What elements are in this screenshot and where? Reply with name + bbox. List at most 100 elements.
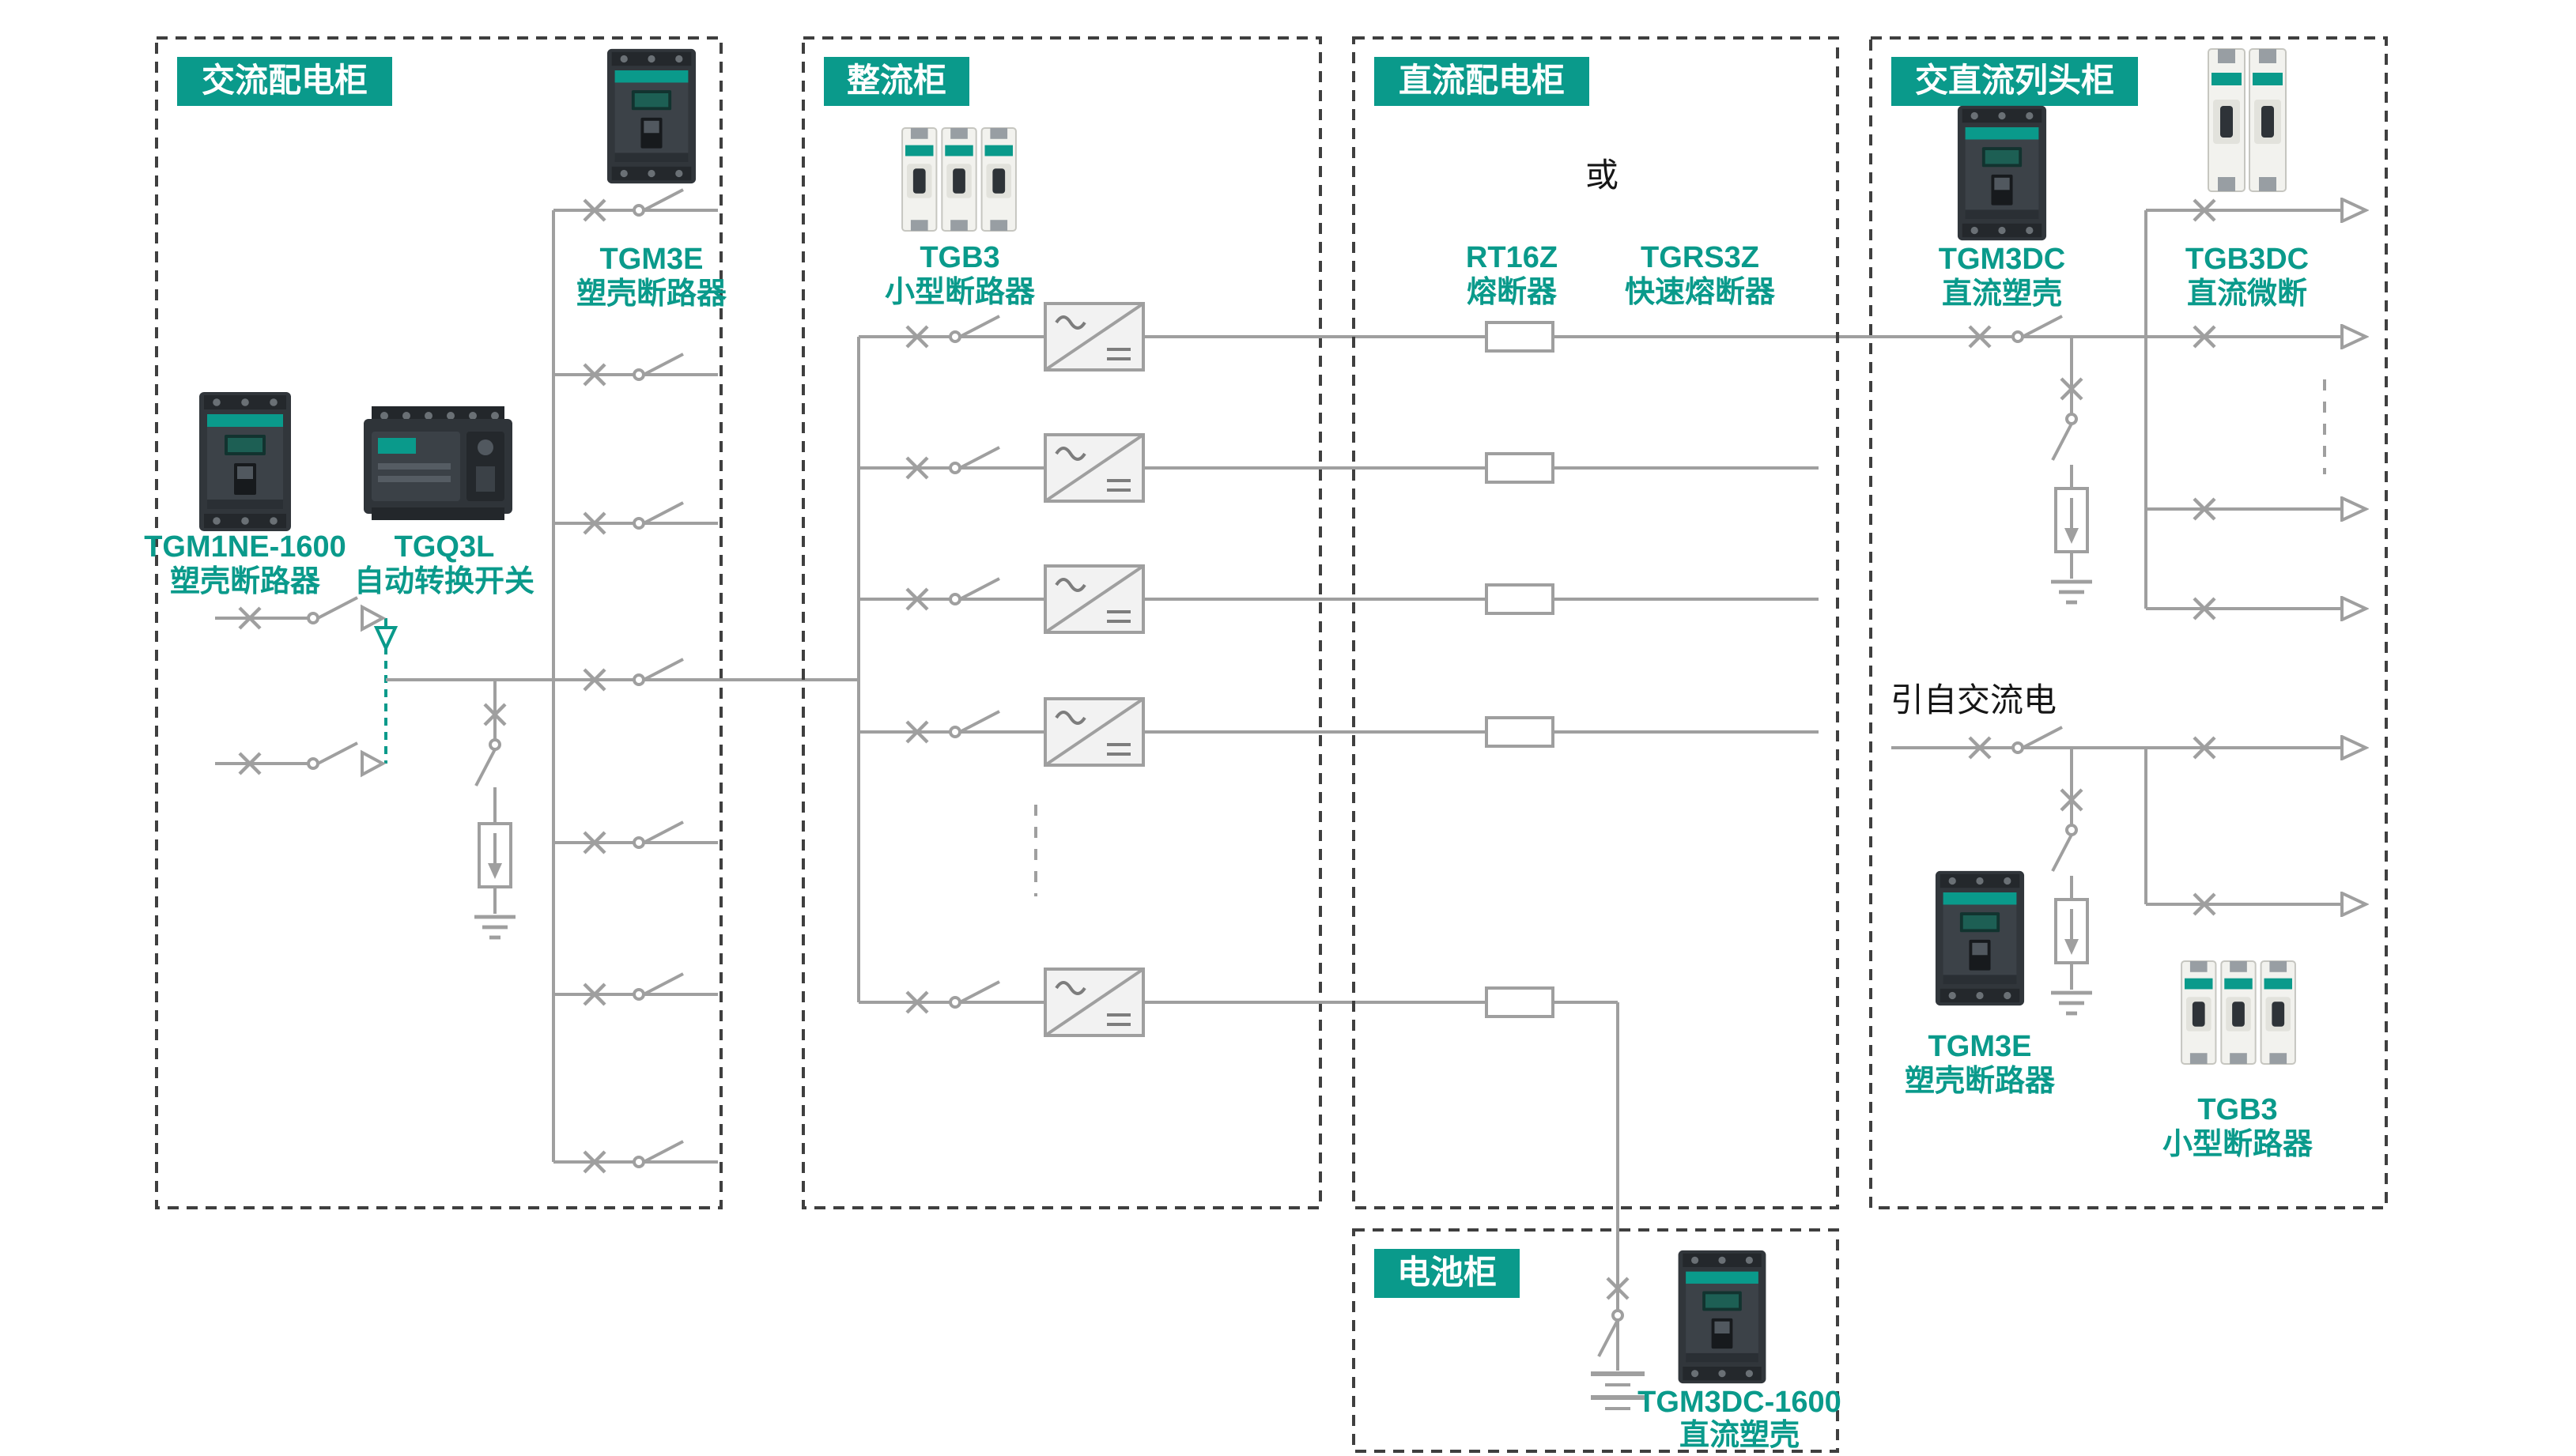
cabinet-rectifier-border: [802, 36, 1322, 1209]
switch-pivot: [949, 726, 961, 738]
ats-moving-contact-icon: [373, 626, 398, 652]
cabinet-rectifier-tag-label: 整流柜: [847, 62, 946, 99]
cabinet-rowhead-tag: 交直流列头柜: [1891, 57, 2138, 106]
load-arrow-icon: [2340, 892, 2367, 917]
load-arrow-icon: [2340, 324, 2367, 349]
switch-pivot: [633, 988, 645, 1001]
switch-pivot: [2011, 330, 2024, 343]
cabinet-ac-border: [155, 36, 723, 1209]
cabinet-dc: 直流配电柜 RT16Z 熔断器 或 TGRS3Z 快速熔断器: [1352, 36, 1839, 1209]
ground-icon: [2051, 993, 2092, 1013]
cabinet-rectifier-tag: 整流柜: [824, 57, 969, 106]
mcb-breaker-image: [901, 126, 1017, 232]
ac-cabinet-wiring: [215, 188, 859, 1164]
product-name: TGM3DC: [1939, 243, 2065, 276]
switch-pivot: [949, 462, 961, 474]
cabinet-ac: 交流配电柜: [144, 36, 859, 1209]
product-name: TGB3DC: [2185, 243, 2309, 276]
mccb-breaker-image: [1935, 870, 2025, 1006]
product-tgm3dc-1600: TGM3DC-1600 直流塑壳: [1637, 1250, 1841, 1452]
product-tgq3l: TGQ3L 自动转换开关: [354, 406, 534, 598]
switch-pivot: [633, 1156, 645, 1168]
switch-pivot: [633, 204, 645, 217]
load-arrow-icon: [2340, 496, 2367, 522]
product-desc: 直流微断: [2187, 277, 2307, 311]
or-label: 或: [1585, 157, 1618, 194]
cabinet-dc-tag-label: 直流配电柜: [1399, 62, 1565, 99]
switch-pivot: [633, 836, 645, 849]
switch-pivot: [2011, 741, 2024, 754]
product-desc: 塑壳断路器: [170, 565, 321, 598]
ground-icon: [474, 917, 516, 937]
cabinet-rowhead-tag-bg: [1891, 57, 2138, 106]
ground-icon: [2051, 582, 2092, 602]
cabinet-rowhead-tag-label: 交直流列头柜: [1915, 62, 2114, 99]
cabinet-battery-tag-label: 电池柜: [1397, 1254, 1497, 1291]
product-name: TGM1NE-1600: [144, 530, 346, 564]
product-desc: 塑壳断路器: [576, 277, 727, 311]
ats-contact-icon: [361, 604, 387, 632]
product-desc: 小型断路器: [885, 276, 1036, 309]
battery-cabinet-wiring: [1597, 1319, 1619, 1357]
cabinet-rectifier: 整流柜 TGB3 小型断路器: [802, 36, 2340, 1371]
switch-pivot: [1611, 1309, 1624, 1322]
product-desc: 直流塑壳: [1942, 277, 2062, 311]
rectifier-module-icon: [1044, 968, 1145, 1037]
rowhead-cabinet-wiring: [1891, 209, 2340, 990]
product-desc: 塑壳断路器: [1905, 1065, 2056, 1098]
fuse-icon: [1485, 321, 1554, 353]
product-tgrs3z: TGRS3Z 快速熔断器: [1625, 241, 1776, 309]
switch-pivot: [949, 996, 961, 1009]
product-desc: 直流塑壳: [1679, 1419, 1800, 1452]
product-rt16z: RT16Z 熔断器: [1466, 241, 1558, 309]
cabinet-battery-tag-bg: [1374, 1249, 1520, 1298]
product-desc: 快速熔断器: [1625, 276, 1776, 309]
product-name: RT16Z: [1466, 241, 1558, 274]
product-tgb3-rectifier: TGB3 小型断路器: [885, 126, 1036, 309]
switch-pivot: [489, 738, 501, 751]
product-desc: 小型断路器: [2162, 1128, 2313, 1161]
product-name: TGM3DC-1600: [1637, 1386, 1841, 1419]
load-arrow-icon: [2340, 596, 2367, 621]
product-name: TGM3E: [1928, 1030, 2032, 1063]
load-arrow-icon: [2340, 735, 2367, 760]
switch-pivot: [633, 517, 645, 530]
cabinet-dc-tag: 直流配电柜: [1374, 57, 1589, 106]
mccb-breaker-image: [199, 392, 291, 531]
product-name: TGQ3L: [395, 530, 495, 564]
product-name: TGM3E: [600, 243, 704, 276]
cabinet-dc-border: [1352, 36, 1839, 1209]
mcb-breaker-image: [2207, 47, 2287, 193]
rectifier-cabinet-wiring: [857, 315, 2340, 1371]
load-arrow-icon: [2340, 198, 2367, 223]
mccb-breaker-image: [1678, 1250, 1766, 1384]
product-name: TGRS3Z: [1641, 241, 1759, 274]
fuse-icon: [1485, 583, 1554, 615]
cabinet-ac-tag: 交流配电柜: [177, 57, 392, 106]
spd-icon: [2054, 898, 2089, 964]
ats-contact-icon: [361, 749, 387, 778]
switch-pivot: [307, 612, 319, 624]
fuse-icon: [1485, 716, 1554, 748]
rectifier-module-icon: [1044, 564, 1145, 634]
switch-pivot: [633, 368, 645, 381]
product-tgm1ne-1600: TGM1NE-1600 塑壳断路器: [144, 392, 346, 598]
product-name: TGB3: [2197, 1093, 2277, 1126]
cabinet-dc-tag-bg: [1374, 57, 1589, 106]
rectifier-module-icon: [1044, 302, 1145, 372]
product-desc: 自动转换开关: [354, 565, 534, 598]
switch-pivot: [633, 673, 645, 686]
mccb-breaker-image: [606, 48, 697, 184]
cabinet-rowhead-border: [1869, 36, 2388, 1209]
mccb-breaker-image: [1957, 105, 2047, 241]
from-ac-note: 引自交流电: [1890, 681, 2057, 719]
product-tgm3dc: TGM3DC 直流塑壳: [1939, 105, 2065, 311]
cabinet-battery: 电池柜 TGM3DC-1600 直流塑壳: [1352, 1228, 1841, 1453]
battery-icon: [1591, 1374, 1645, 1409]
rectifier-module-icon: [1044, 697, 1145, 767]
switch-pivot: [2065, 824, 2078, 836]
product-tgb3dc: TGB3DC 直流微断: [2185, 47, 2309, 311]
cabinet-battery-border: [1352, 1228, 1839, 1453]
